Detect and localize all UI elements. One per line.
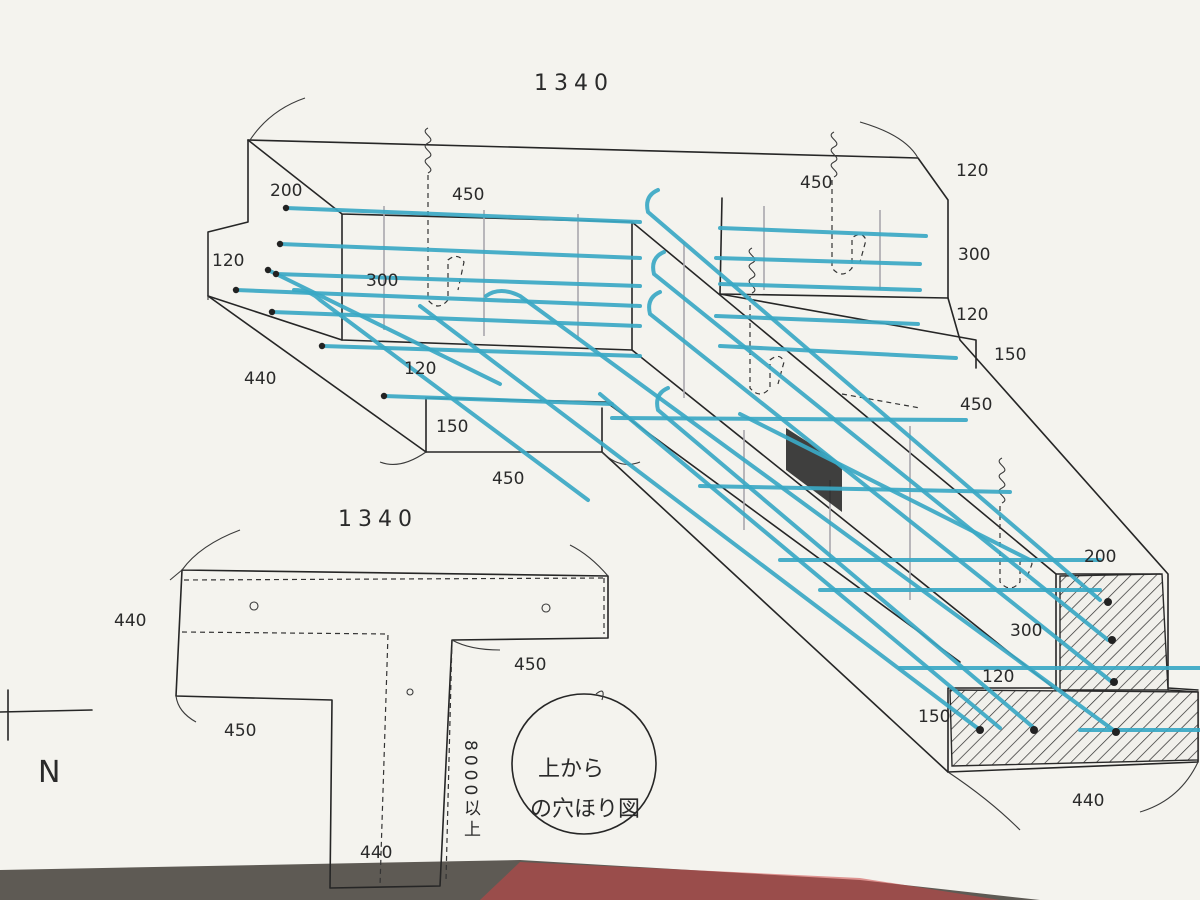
north-arrow-icon [0,689,93,741]
iso-dim-120-left: 120 [212,251,244,271]
dark-hole [786,428,842,512]
checked-cloth [480,862,1000,900]
iso-dim-200-top: 200 [270,181,302,201]
anchor-bolt-4 [998,457,1033,589]
isometric-footing-drawing: 1340 200 450 120 300 440 120 150 450 450… [207,71,1200,831]
plan-dim-440-bottom: 440 [360,843,392,863]
north-label: N [38,755,60,790]
iso-dim-450-bottom: 450 [492,469,524,489]
plan-dim-450-left: 450 [224,721,256,741]
iso-dim-120-mid: 120 [404,359,436,379]
iso-dim-450-right-top: 450 [800,173,832,193]
iso-dim-150-end: 150 [918,707,950,727]
rebar-ends-left [232,204,388,400]
iso-dim-440-end: 440 [1072,791,1104,811]
iso-dim-300-mid: 300 [366,271,398,291]
rebar-ends-right [976,598,1120,736]
iso-dim-450-right: 450 [960,395,992,415]
plan-marker-3 [406,688,414,696]
plan-marker-1 [249,601,259,611]
iso-dim-150-left: 150 [436,417,468,437]
iso-dim-120-right-top: 120 [956,161,988,181]
note-line-1: 上から [538,757,604,782]
iso-top-width-label: 1340 [534,71,614,96]
plan-length-label: 8000以上 [460,740,481,841]
plan-dim-440-left: 440 [114,611,146,631]
plan-marker-2 [541,603,551,613]
iso-dim-300-right: 300 [958,245,990,265]
anchor-bolt-1 [424,127,465,307]
plan-dim-450-right: 450 [514,655,546,675]
plan-top-width-label: 1340 [338,507,418,532]
iso-dim-120-right-mid: 120 [956,305,988,325]
anchor-bolt-2 [830,131,867,275]
plan-view-drawing: 1340 440 450 450 440 8000以上 N [0,507,609,889]
iso-dim-150-right: 150 [994,345,1026,365]
iso-dim-450-top: 450 [452,185,484,205]
note-line-2: の穴ほり図 [530,797,640,822]
iso-dim-200-end: 200 [1084,547,1116,567]
iso-dim-120-end: 120 [982,667,1014,687]
iso-dim-300-end: 300 [1010,621,1042,641]
note-bubble: 上から の穴ほり図 [511,690,657,835]
iso-dim-440-left: 440 [244,369,276,389]
